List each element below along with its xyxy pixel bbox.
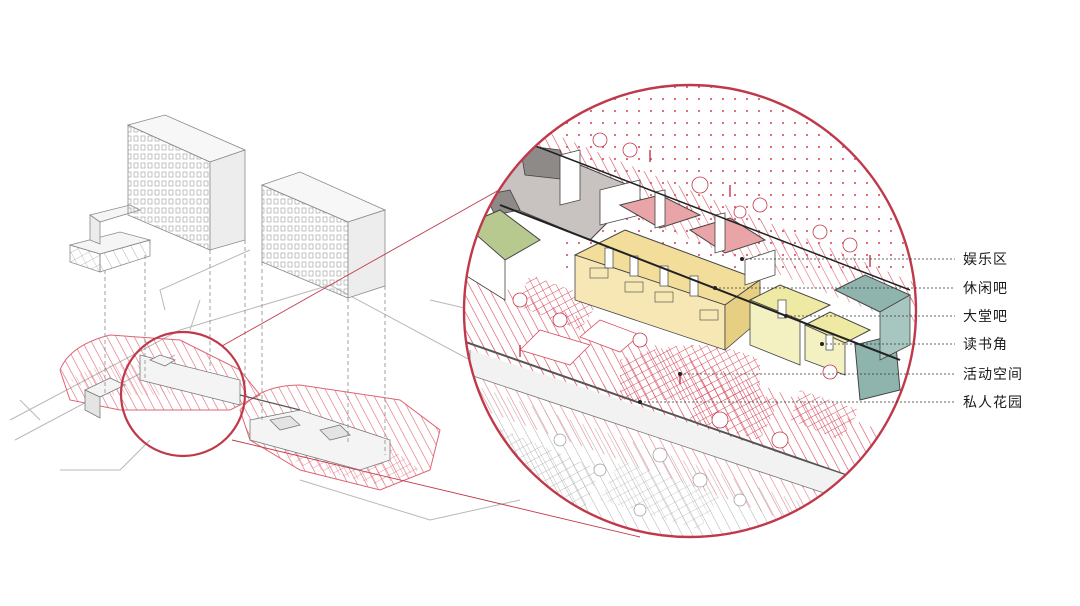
site-tower-1 bbox=[126, 114, 247, 251]
site-garden-bands bbox=[59, 334, 441, 491]
legend-label-private-garden: 私人花园 bbox=[963, 395, 1023, 411]
magnify-circle-border bbox=[462, 83, 918, 539]
legend-item-activity: 活动空间 bbox=[678, 367, 1023, 383]
site-low-buildings bbox=[84, 354, 391, 471]
legend-label-lobby: 大堂吧 bbox=[963, 309, 1008, 325]
legend-label-lounge: 休闲吧 bbox=[963, 281, 1008, 297]
legend-item-reading: 读书角 bbox=[820, 336, 1008, 353]
legend: 娱乐区 休闲吧 大堂吧 读书角 活动空间 私人花园 bbox=[638, 252, 1023, 411]
site-pavilion bbox=[68, 204, 152, 273]
legend-label-reading: 读书角 bbox=[963, 336, 1008, 353]
legend-item-lobby: 大堂吧 bbox=[784, 309, 1008, 325]
legend-item-lounge: 休闲吧 bbox=[713, 281, 1008, 297]
site-overview bbox=[9, 114, 641, 538]
connector-line-bottom bbox=[231, 439, 641, 538]
legend-label-entertainment: 娱乐区 bbox=[963, 252, 1008, 268]
site-tower-2 bbox=[260, 171, 387, 299]
magnified-view bbox=[462, 83, 918, 539]
legend-item-private-garden: 私人花园 bbox=[638, 395, 1023, 411]
zoom-source-circle bbox=[119, 330, 247, 458]
legend-item-entertainment: 娱乐区 bbox=[740, 252, 1008, 268]
legend-label-activity: 活动空间 bbox=[963, 367, 1023, 383]
projection-lines bbox=[104, 240, 386, 455]
